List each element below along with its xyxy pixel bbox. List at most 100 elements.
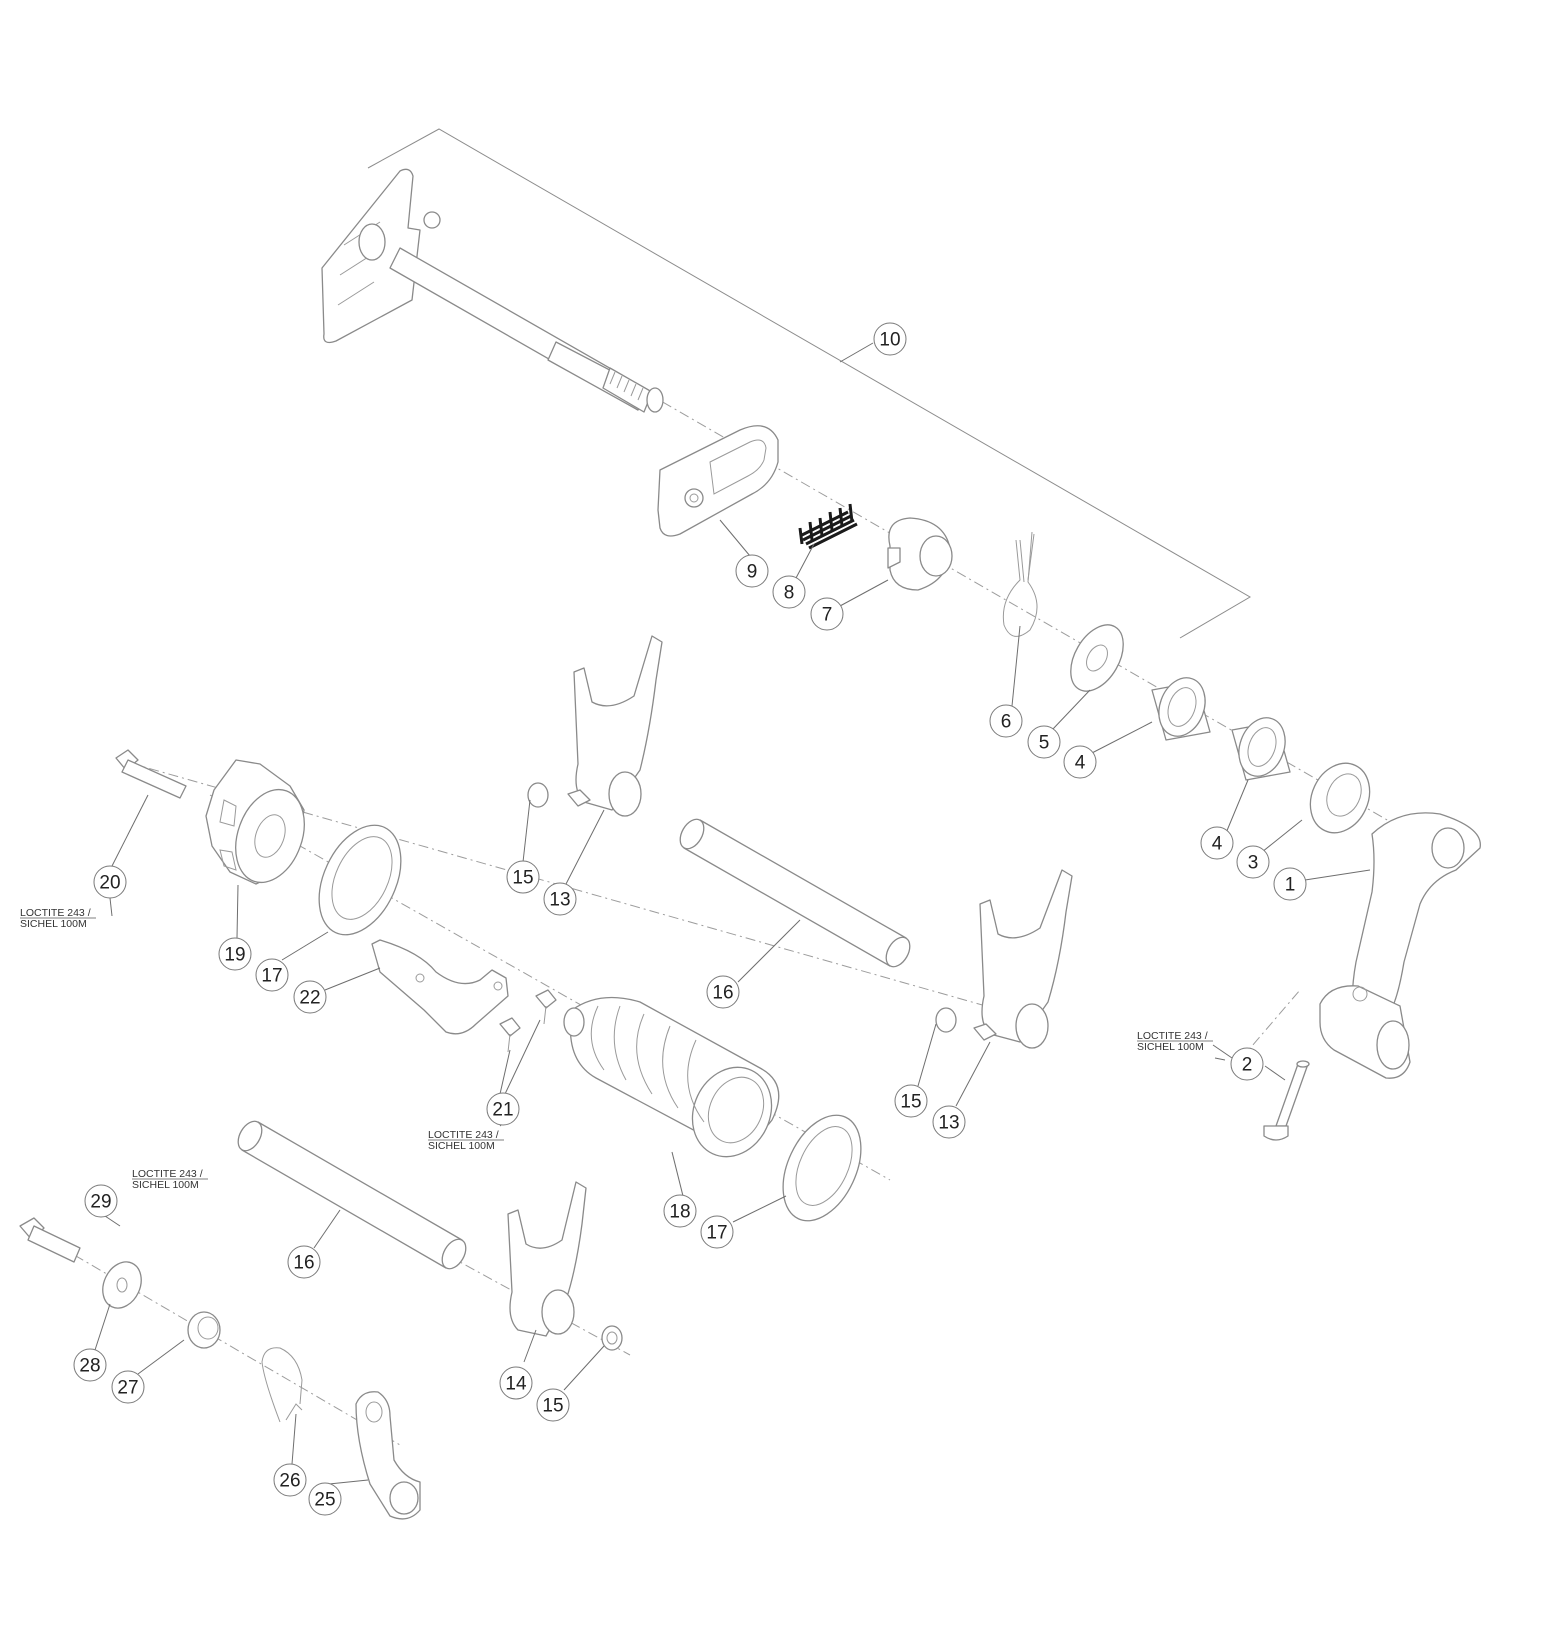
callout-circle xyxy=(543,882,577,916)
fork-shaft-16b-part xyxy=(237,1120,467,1270)
callout-number: 13 xyxy=(938,1113,959,1134)
callout-9: 9 xyxy=(735,554,769,588)
callout-8: 8 xyxy=(772,575,806,609)
callout-circle xyxy=(536,1388,570,1422)
adhesive-note: LOCTITE 243 /SICHEL 100M xyxy=(1137,1030,1213,1053)
callout-number: 10 xyxy=(879,330,900,351)
callout-circle xyxy=(663,1194,697,1228)
callout-5: 5 xyxy=(1027,725,1061,759)
callout-26: 26 xyxy=(273,1463,307,1497)
callout-circle xyxy=(700,1215,734,1249)
adhesive-note: LOCTITE 243 /SICHEL 100M xyxy=(132,1168,208,1191)
callout-number: 8 xyxy=(784,583,795,604)
callout-circle xyxy=(93,865,127,899)
callout-circle xyxy=(772,575,806,609)
callout-circle xyxy=(810,597,844,631)
shift-fork-13a-part xyxy=(567,635,663,817)
callout-circle xyxy=(287,1245,321,1279)
note-line-1: LOCTITE 243 / xyxy=(1137,1030,1208,1042)
callout-circle xyxy=(308,1482,342,1516)
callout-20: 20 xyxy=(93,865,127,899)
callout-25: 25 xyxy=(308,1482,342,1516)
tab-bushing-part xyxy=(887,517,953,591)
shift-lever-part xyxy=(1319,812,1481,1079)
retainer-plate-part xyxy=(371,939,509,1035)
bushing-27-part xyxy=(187,1311,221,1349)
callout-circle xyxy=(255,958,289,992)
callout-number: 4 xyxy=(1212,834,1223,855)
callout-circle xyxy=(1230,1047,1264,1081)
callout-number: 22 xyxy=(299,988,320,1009)
callout-15: 15 xyxy=(506,860,540,894)
callout-circle xyxy=(73,1348,107,1382)
callout-labels: 1234456789101313141515151616171718192021… xyxy=(73,322,1307,1516)
callout-number: 14 xyxy=(505,1374,527,1395)
shift-fork-13b-part xyxy=(973,869,1073,1049)
bushing-4a-part xyxy=(1151,677,1211,741)
seal-17b-part xyxy=(782,1114,862,1222)
callout-number: 19 xyxy=(224,945,245,966)
callout-17: 17 xyxy=(255,958,289,992)
callout-circle xyxy=(218,937,252,971)
callout-number: 27 xyxy=(117,1378,138,1399)
seal-3-part xyxy=(1309,762,1371,834)
washer-28-part xyxy=(102,1261,142,1309)
seal-17a-part xyxy=(318,824,402,936)
shift-link-plate-part xyxy=(657,425,779,537)
note-line-2: SICHEL 100M xyxy=(428,1140,495,1152)
callout-3: 3 xyxy=(1236,845,1270,879)
callout-number: 26 xyxy=(279,1471,300,1492)
callout-number: 28 xyxy=(79,1356,100,1377)
callout-10: 10 xyxy=(873,322,907,356)
callout-15: 15 xyxy=(536,1388,570,1422)
callout-number: 16 xyxy=(712,983,733,1004)
screw-21a-part xyxy=(535,989,557,1025)
adhesive-note: LOCTITE 243 /SICHEL 100M xyxy=(20,907,96,930)
note-line-1: LOCTITE 243 / xyxy=(132,1168,203,1180)
callout-circle xyxy=(84,1184,118,1218)
callout-16: 16 xyxy=(287,1245,321,1279)
callout-13: 13 xyxy=(543,882,577,916)
link-25-part xyxy=(355,1391,421,1520)
leader-lines xyxy=(94,342,1371,1485)
fork-shaft-16a-part xyxy=(679,818,911,968)
callout-number: 25 xyxy=(314,1490,335,1511)
callout-circle xyxy=(111,1370,145,1404)
note-line-2: SICHEL 100M xyxy=(132,1179,199,1191)
callout-circle xyxy=(706,975,740,1009)
callout-29: 29 xyxy=(84,1184,118,1218)
callout-circle xyxy=(1063,745,1097,779)
callout-22: 22 xyxy=(293,980,327,1014)
spring-part xyxy=(798,503,858,550)
callout-number: 6 xyxy=(1001,712,1012,733)
callout-circle xyxy=(1273,867,1307,901)
callout-17: 17 xyxy=(700,1215,734,1249)
callout-circle xyxy=(1027,725,1061,759)
callout-number: 3 xyxy=(1248,853,1259,874)
callout-number: 29 xyxy=(90,1192,111,1213)
callout-circle xyxy=(273,1463,307,1497)
callout-28: 28 xyxy=(73,1348,107,1382)
star-wheel-part xyxy=(205,759,305,885)
callout-1: 1 xyxy=(1273,867,1307,901)
note-line-1: LOCTITE 243 / xyxy=(20,907,91,919)
callout-18: 18 xyxy=(663,1194,697,1228)
shift-fork-14-part xyxy=(507,1181,587,1337)
callout-4: 4 xyxy=(1200,826,1234,860)
sleeve-15c-part xyxy=(601,1325,623,1351)
callout-number: 21 xyxy=(492,1100,513,1121)
bushing-4b-part xyxy=(1231,717,1291,781)
callout-circle xyxy=(1200,826,1234,860)
callout-27: 27 xyxy=(111,1370,145,1404)
callout-number: 7 xyxy=(822,605,833,626)
lever-bolt-part xyxy=(1263,1060,1310,1141)
hairpin-spring-part xyxy=(1002,531,1038,637)
sleeve-15b-part xyxy=(935,1007,957,1033)
note-line-2: SICHEL 100M xyxy=(1137,1041,1204,1053)
detent-bolt-part xyxy=(115,749,187,799)
group-10-bracket xyxy=(367,128,1251,639)
callout-circle xyxy=(499,1366,533,1400)
